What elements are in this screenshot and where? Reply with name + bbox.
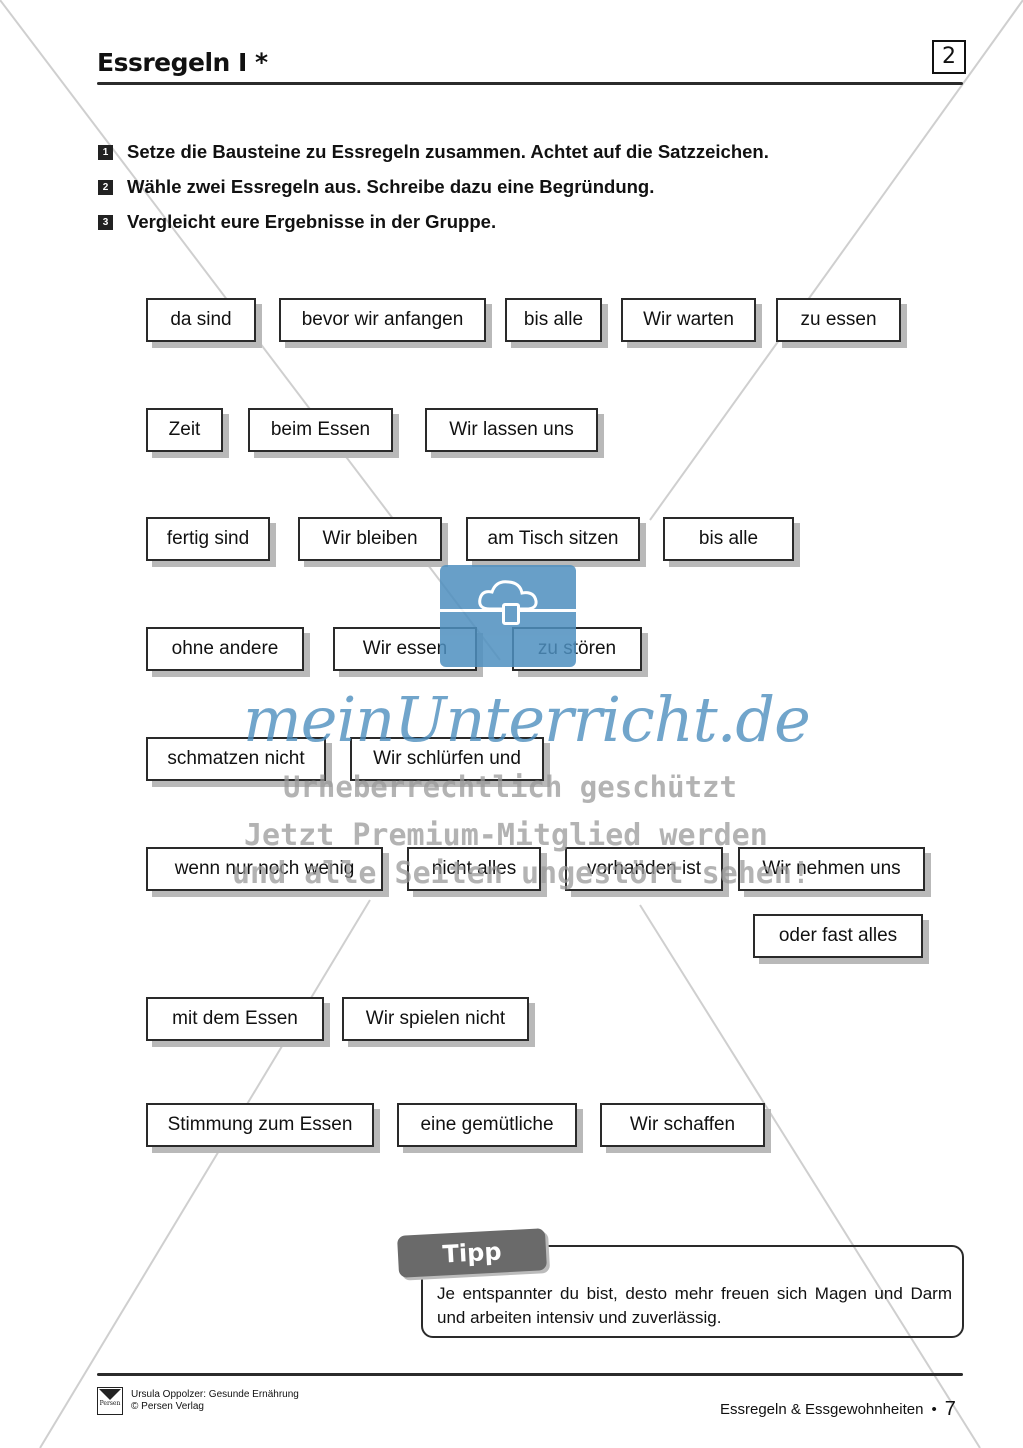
word-card[interactable]: mit dem Essen — [146, 997, 324, 1041]
task-3: 3 Vergleicht eure Ergebnisse in der Grup… — [98, 211, 496, 233]
task-number-1: 1 — [98, 144, 113, 160]
word-card[interactable]: nicht alles — [407, 847, 541, 891]
word-card[interactable]: ohne andere — [146, 627, 304, 671]
worksheet-number-box: 2 — [932, 40, 966, 74]
watermark-logo: meinUnterricht.de — [243, 683, 811, 756]
word-card[interactable]: Wir spielen nicht — [342, 997, 529, 1041]
word-card[interactable]: eine gemütliche — [397, 1103, 577, 1147]
word-card[interactable]: Zeit — [146, 408, 223, 452]
word-card[interactable]: schmatzen nicht — [146, 737, 326, 781]
task-2: 2 Wähle zwei Essregeln aus. Schreibe daz… — [98, 176, 654, 198]
word-card[interactable]: oder fast alles — [753, 914, 923, 958]
publisher-logo-text: Persen — [99, 1400, 121, 1407]
task-text-2: Wähle zwei Essregeln aus. Schreibe dazu … — [127, 176, 655, 197]
word-card[interactable]: bevor wir anfangen — [279, 298, 486, 342]
tipp-text: Je entspannter du bist, desto mehr freue… — [437, 1284, 952, 1327]
word-card[interactable]: da sind — [146, 298, 256, 342]
word-card[interactable]: Wir lassen uns — [425, 408, 598, 452]
word-card[interactable]: Wir warten — [621, 298, 756, 342]
word-card[interactable]: zu essen — [776, 298, 901, 342]
watermark-line-1: Urheberrechtlich geschützt — [283, 770, 737, 804]
word-card[interactable]: Wir nehmen uns — [738, 847, 925, 891]
word-card[interactable]: bis alle — [663, 517, 794, 561]
tipp-box — [421, 1245, 964, 1338]
footer-copyright: © Persen Verlag — [131, 1401, 204, 1412]
page-title: Essregeln I * — [97, 48, 268, 77]
word-card[interactable]: Wir schlürfen und — [350, 737, 544, 781]
footer-page-number: 7 — [944, 1398, 956, 1420]
watermark-line-3: und alle Seiten ungestört sehen! — [232, 856, 810, 891]
footer-bullet: • — [931, 1401, 937, 1418]
word-card[interactable]: Stimmung zum Essen — [146, 1103, 374, 1147]
watermark-line-2: Jetzt Premium-Mitglied werden — [244, 818, 768, 853]
task-number-2: 2 — [98, 179, 113, 195]
word-card[interactable]: beim Essen — [248, 408, 393, 452]
watermark-bag-icon — [440, 565, 576, 667]
footer-rule — [97, 1373, 963, 1376]
footer-section-title: Essregeln & Essgewohnheiten — [720, 1401, 924, 1418]
publisher-logo: Persen — [97, 1387, 123, 1415]
word-card[interactable]: wenn nur noch wenig — [146, 847, 383, 891]
task-1: 1 Setze die Bausteine zu Essregeln zusam… — [98, 141, 769, 163]
footer-author: Ursula Oppolzer: Gesunde Ernährung — [131, 1389, 299, 1400]
word-card[interactable]: bis alle — [505, 298, 602, 342]
task-text-3: Vergleicht eure Ergebnisse in der Gruppe… — [127, 211, 497, 232]
header-rule — [97, 82, 963, 85]
task-number-3: 3 — [98, 214, 113, 230]
task-text-1: Setze die Bausteine zu Essregeln zusamme… — [127, 141, 769, 162]
word-card[interactable]: vorhanden ist — [565, 847, 723, 891]
word-card[interactable]: Wir bleiben — [298, 517, 442, 561]
word-card[interactable]: Wir schaffen — [600, 1103, 765, 1147]
footer-section: Essregeln & Essgewohnheiten • 7 — [720, 1398, 956, 1421]
word-card[interactable]: fertig sind — [146, 517, 270, 561]
word-card[interactable]: am Tisch sitzen — [466, 517, 640, 561]
tipp-label: Tipp — [397, 1228, 547, 1278]
